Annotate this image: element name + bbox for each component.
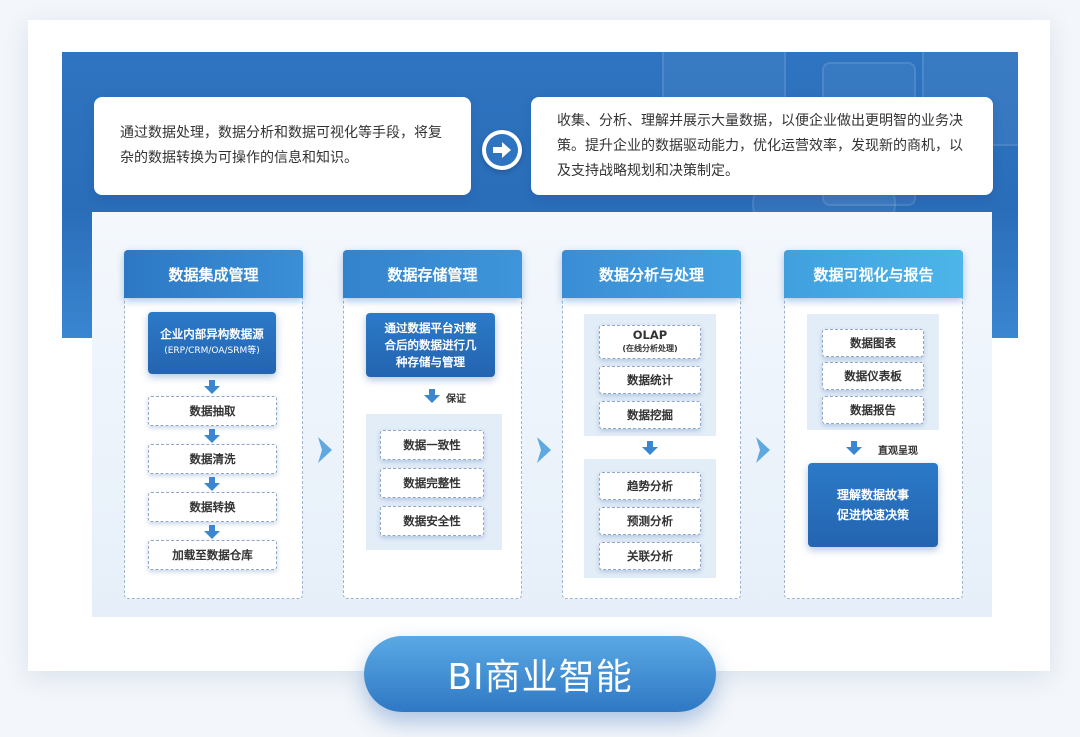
arrow-down-icon	[204, 477, 220, 491]
item-label: 数据统计	[627, 373, 673, 387]
intro-left-text: 通过数据处理，数据分析和数据可视化等手段，将复杂的数据转换为可操作的信息和知识。	[120, 125, 442, 166]
step-label: 数据转换	[189, 500, 236, 514]
item-charts: 数据图表	[822, 329, 924, 357]
column-title-text: 数据可视化与报告	[813, 265, 934, 284]
chevron-right-icon	[756, 437, 770, 463]
olap-title: OLAP	[632, 328, 668, 342]
item-label: 数据一致性	[403, 438, 461, 452]
column-title-storage: 数据存储管理	[343, 250, 522, 298]
column-title-text: 数据分析与处理	[598, 265, 704, 284]
page-title-text: BI商业智能	[447, 657, 633, 698]
storage-line-2: 合后的数据进行几	[384, 337, 477, 352]
intro-right-box: 收集、分析、理解并展示大量数据，以便企业做出更明智的业务决策。提升企业的数据驱动…	[531, 97, 993, 195]
item-forecast: 预测分析	[599, 507, 701, 535]
item-trend: 趋势分析	[599, 472, 701, 500]
item-security: 数据安全性	[380, 506, 484, 536]
result-box: 理解数据故事 促进快速决策	[808, 463, 938, 547]
storage-line-3: 种存储与管理	[396, 354, 465, 369]
guarantee-label: 保证	[446, 394, 466, 405]
result-line-1: 理解数据故事	[836, 488, 909, 502]
item-dashboard: 数据仪表板	[822, 362, 924, 390]
step-clean: 数据清洗	[148, 444, 277, 474]
item-correlation: 关联分析	[599, 542, 701, 570]
item-integrity: 数据完整性	[380, 468, 484, 498]
result-line-2: 促进快速决策	[836, 508, 909, 522]
arrow-right-icon	[482, 130, 522, 170]
storage-desc-box: 通过数据平台对整 合后的数据进行几 种存储与管理	[366, 313, 495, 377]
step-extract: 数据抽取	[148, 396, 277, 426]
item-label: 数据挖掘	[627, 408, 673, 422]
step-label: 数据清洗	[189, 452, 236, 466]
item-label: 关联分析	[627, 549, 673, 563]
page-title: BI商业智能	[364, 636, 716, 712]
column-title-analysis: 数据分析与处理	[562, 250, 741, 298]
source-box: 企业内部异构数据源 (ERP/CRM/OA/SRM等)	[148, 312, 276, 374]
intro-right-text: 收集、分析、理解并展示大量数据，以便企业做出更明智的业务决策。提升企业的数据驱动…	[557, 112, 963, 179]
step-transform: 数据转换	[148, 492, 277, 522]
arrow-down-icon	[424, 389, 440, 403]
arrow-down-icon	[204, 380, 220, 394]
column-title-integration: 数据集成管理	[124, 250, 303, 298]
column-title-text: 数据集成管理	[168, 265, 259, 284]
column-title-visualization: 数据可视化与报告	[784, 250, 963, 298]
item-label: 数据仪表板	[844, 369, 902, 383]
column-title-text: 数据存储管理	[387, 265, 478, 284]
item-report: 数据报告	[822, 396, 924, 424]
step-label: 加载至数据仓库	[172, 548, 253, 562]
item-label: 预测分析	[627, 514, 673, 528]
item-statistics: 数据统计	[599, 366, 701, 394]
item-label: 数据图表	[850, 336, 896, 350]
arrow-down-icon	[204, 525, 220, 539]
chevron-right-icon	[318, 437, 332, 463]
arrow-down-icon	[204, 429, 220, 443]
olap-subtitle: (在线分析处理)	[622, 344, 678, 353]
item-label: 趋势分析	[627, 479, 673, 493]
item-mining: 数据挖掘	[599, 401, 701, 429]
olap-box: OLAP (在线分析处理)	[599, 325, 701, 359]
storage-line-1: 通过数据平台对整	[384, 320, 477, 335]
chevron-right-icon	[537, 437, 551, 463]
present-label: 直观呈现	[878, 446, 918, 457]
arrow-down-icon	[846, 441, 862, 455]
step-label: 数据抽取	[189, 404, 236, 418]
item-consistency: 数据一致性	[380, 430, 484, 460]
item-label: 数据完整性	[403, 476, 461, 490]
source-line-2: (ERP/CRM/OA/SRM等)	[164, 346, 260, 356]
source-line-1: 企业内部异构数据源	[160, 327, 264, 341]
intro-left-box: 通过数据处理，数据分析和数据可视化等手段，将复杂的数据转换为可操作的信息和知识。	[94, 97, 471, 195]
step-load: 加载至数据仓库	[148, 540, 277, 570]
arrow-down-icon	[642, 441, 658, 455]
item-label: 数据安全性	[403, 514, 461, 528]
item-label: 数据报告	[850, 403, 896, 417]
